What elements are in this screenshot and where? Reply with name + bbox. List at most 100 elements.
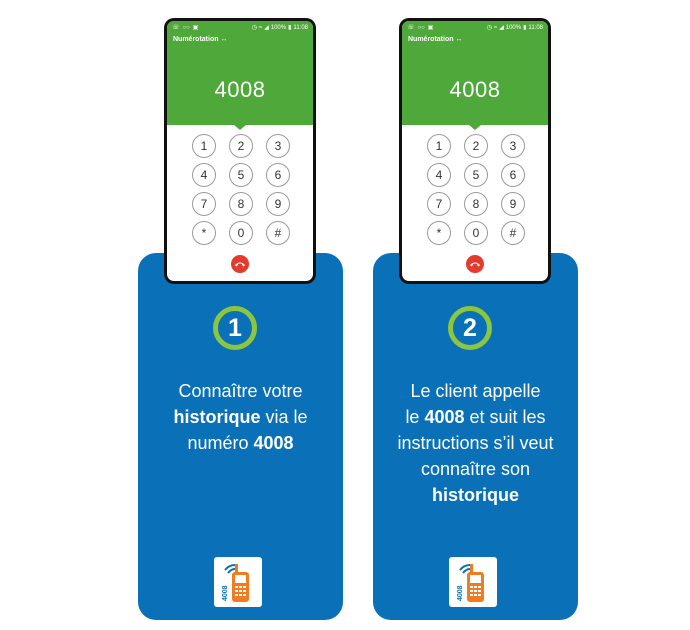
key-9[interactable]: 9: [266, 192, 290, 216]
description-bold: historique: [173, 407, 261, 427]
key-9[interactable]: 9: [501, 192, 525, 216]
mobile-phone-badge: 4008: [214, 557, 262, 607]
dialed-number: 4008: [449, 77, 501, 102]
hang-up-icon: [470, 262, 480, 267]
status-bar: ☏○○▣ ◷≈◢100%▮11:08: [402, 21, 548, 32]
key-4[interactable]: 4: [427, 163, 451, 187]
battery-icon: ▮: [523, 24, 527, 31]
description-line: numéro 4008: [138, 430, 343, 456]
mobile-phone-icon: 4008: [222, 564, 249, 602]
battery-level: 100%: [505, 24, 522, 31]
step-description: Le client appelle le 4008 et suit les in…: [373, 378, 578, 508]
key-0[interactable]: 0: [464, 221, 488, 245]
description-line: historique: [373, 482, 578, 508]
step-number: 2: [463, 313, 477, 342]
mobile-phone-icon: 4008: [457, 564, 484, 602]
expand-icon[interactable]: ↔: [220, 36, 228, 43]
status-bar: ☏○○▣ ◷≈◢100%▮11:08: [167, 21, 313, 32]
key-8[interactable]: 8: [464, 192, 488, 216]
wifi-icon: ≈: [258, 24, 263, 31]
key-4[interactable]: 4: [192, 163, 216, 187]
signal-icon: ◢: [264, 24, 269, 31]
app-title-text: Numérotation: [173, 36, 219, 43]
end-call-button[interactable]: [466, 255, 484, 273]
description-text: instructions s’il veut: [397, 433, 554, 453]
description-line: Connaître votre: [138, 378, 343, 404]
key-1[interactable]: 1: [192, 134, 216, 158]
key-star[interactable]: *: [192, 221, 216, 245]
dial-keypad: 1 2 3 4 5 6 7 8 9 * 0 #: [427, 134, 529, 245]
step-panel-2: ☏○○▣ ◷≈◢100%▮11:08 Numérotation ↔ 4008 1…: [373, 0, 603, 630]
description-text: via le: [260, 407, 308, 427]
description-text: le: [405, 407, 425, 427]
clock: 11:08: [528, 24, 543, 31]
expand-icon[interactable]: ↔: [455, 36, 463, 43]
description-text: Le client appelle: [410, 381, 541, 401]
clock: 11:08: [293, 24, 308, 31]
app-title: Numérotation ↔: [167, 32, 313, 43]
signal-icon: ◢: [499, 24, 504, 31]
voicemail-icon: ○○: [182, 24, 190, 31]
phone-screen: ☏○○▣ ◷≈◢100%▮11:08 Numérotation ↔ 4008 1…: [402, 21, 548, 281]
app-title-text: Numérotation: [408, 36, 454, 43]
image-icon: ▣: [192, 24, 199, 31]
header-notch: [469, 125, 481, 130]
key-7[interactable]: 7: [427, 192, 451, 216]
description-text: Connaître votre: [178, 381, 303, 401]
description-bold: 4008: [424, 407, 465, 427]
alarm-icon: ◷: [251, 24, 257, 31]
key-hash[interactable]: #: [266, 221, 290, 245]
step-panel-1: ☏○○▣ ◷≈◢100%▮11:08 Numérotation ↔ 4008 1…: [138, 0, 368, 630]
dial-keypad: 1 2 3 4 5 6 7 8 9 * 0 #: [192, 134, 294, 245]
key-3[interactable]: 3: [501, 134, 525, 158]
badge-number: 4008: [222, 585, 229, 601]
key-6[interactable]: 6: [266, 163, 290, 187]
battery-level: 100%: [270, 24, 287, 31]
key-2[interactable]: 2: [229, 134, 253, 158]
header-notch: [234, 125, 246, 130]
phone-icon: ☏: [407, 24, 415, 31]
description-line: instructions s’il veut: [373, 430, 578, 456]
key-2[interactable]: 2: [464, 134, 488, 158]
key-7[interactable]: 7: [192, 192, 216, 216]
end-call-button[interactable]: [231, 255, 249, 273]
step-number-circle: 2: [448, 306, 492, 350]
description-line: historique via le: [138, 404, 343, 430]
description-line: Le client appelle: [373, 378, 578, 404]
description-line: le 4008 et suit les: [373, 404, 578, 430]
key-5[interactable]: 5: [229, 163, 253, 187]
app-title: Numérotation ↔: [402, 32, 548, 43]
wifi-icon: ≈: [493, 24, 498, 31]
alarm-icon: ◷: [486, 24, 492, 31]
step-number-circle: 1: [213, 306, 257, 350]
phone-icon: ☏: [172, 24, 180, 31]
description-text: connaître son: [420, 459, 531, 479]
badge-number: 4008: [457, 585, 464, 601]
description-text: et suit les: [464, 407, 546, 427]
description-line: connaître son: [373, 456, 578, 482]
phone-screen: ☏○○▣ ◷≈◢100%▮11:08 Numérotation ↔ 4008 1…: [167, 21, 313, 281]
key-1[interactable]: 1: [427, 134, 451, 158]
key-3[interactable]: 3: [266, 134, 290, 158]
key-5[interactable]: 5: [464, 163, 488, 187]
description-bold: historique: [431, 485, 519, 505]
key-8[interactable]: 8: [229, 192, 253, 216]
image-icon: ▣: [427, 24, 434, 31]
battery-icon: ▮: [288, 24, 292, 31]
key-star[interactable]: *: [427, 221, 451, 245]
phone-mockup: ☏○○▣ ◷≈◢100%▮11:08 Numérotation ↔ 4008 1…: [399, 18, 551, 284]
step-description: Connaître votre historique via le numéro…: [138, 378, 343, 456]
phone-mockup: ☏○○▣ ◷≈◢100%▮11:08 Numérotation ↔ 4008 1…: [164, 18, 316, 284]
voicemail-icon: ○○: [417, 24, 425, 31]
mobile-phone-badge: 4008: [449, 557, 497, 607]
description-bold: 4008: [253, 433, 294, 453]
description-text: numéro: [187, 433, 254, 453]
dialer-header: ☏○○▣ ◷≈◢100%▮11:08 Numérotation ↔ 4008: [402, 21, 548, 130]
key-0[interactable]: 0: [229, 221, 253, 245]
key-hash[interactable]: #: [501, 221, 525, 245]
dialed-number: 4008: [214, 77, 266, 102]
step-number: 1: [228, 313, 242, 342]
key-6[interactable]: 6: [501, 163, 525, 187]
dialer-header: ☏○○▣ ◷≈◢100%▮11:08 Numérotation ↔ 4008: [167, 21, 313, 130]
hang-up-icon: [235, 262, 245, 267]
